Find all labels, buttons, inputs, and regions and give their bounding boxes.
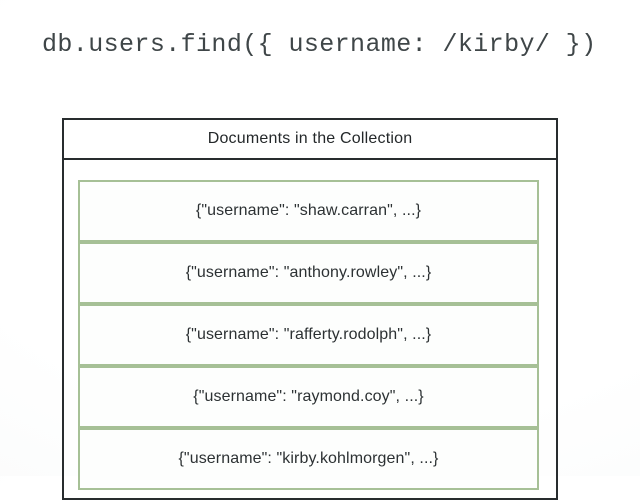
- document-row: {"username": "shaw.carran", ...}: [78, 180, 539, 242]
- document-label: {"username": "anthony.rowley", ...}: [185, 264, 432, 281]
- document-label: {"username": "raymond.coy", ...}: [193, 388, 424, 405]
- collection-box-header: Documents in the Collection: [64, 120, 556, 160]
- document-row: {"username": "raymond.coy", ...}: [78, 366, 539, 428]
- document-label: {"username": "rafferty.rodolph", ...}: [185, 326, 432, 343]
- document-row: {"username": "rafferty.rodolph", ...}: [78, 304, 539, 366]
- document-row: {"username": "kirby.kohlmorgen", ...}: [78, 428, 539, 490]
- document-label: {"username": "shaw.carran", ...}: [195, 202, 422, 219]
- document-row: {"username": "anthony.rowley", ...}: [78, 242, 539, 304]
- document-label: {"username": "kirby.kohlmorgen", ...}: [178, 450, 439, 467]
- collection-box-title: Documents in the Collection: [207, 130, 413, 147]
- collection-box: Documents in the Collection {"username":…: [62, 118, 558, 500]
- query-code: db.users.find({ username: /kirby/ }): [42, 30, 597, 59]
- collection-box-body: {"username": "shaw.carran", ...} {"usern…: [64, 160, 556, 490]
